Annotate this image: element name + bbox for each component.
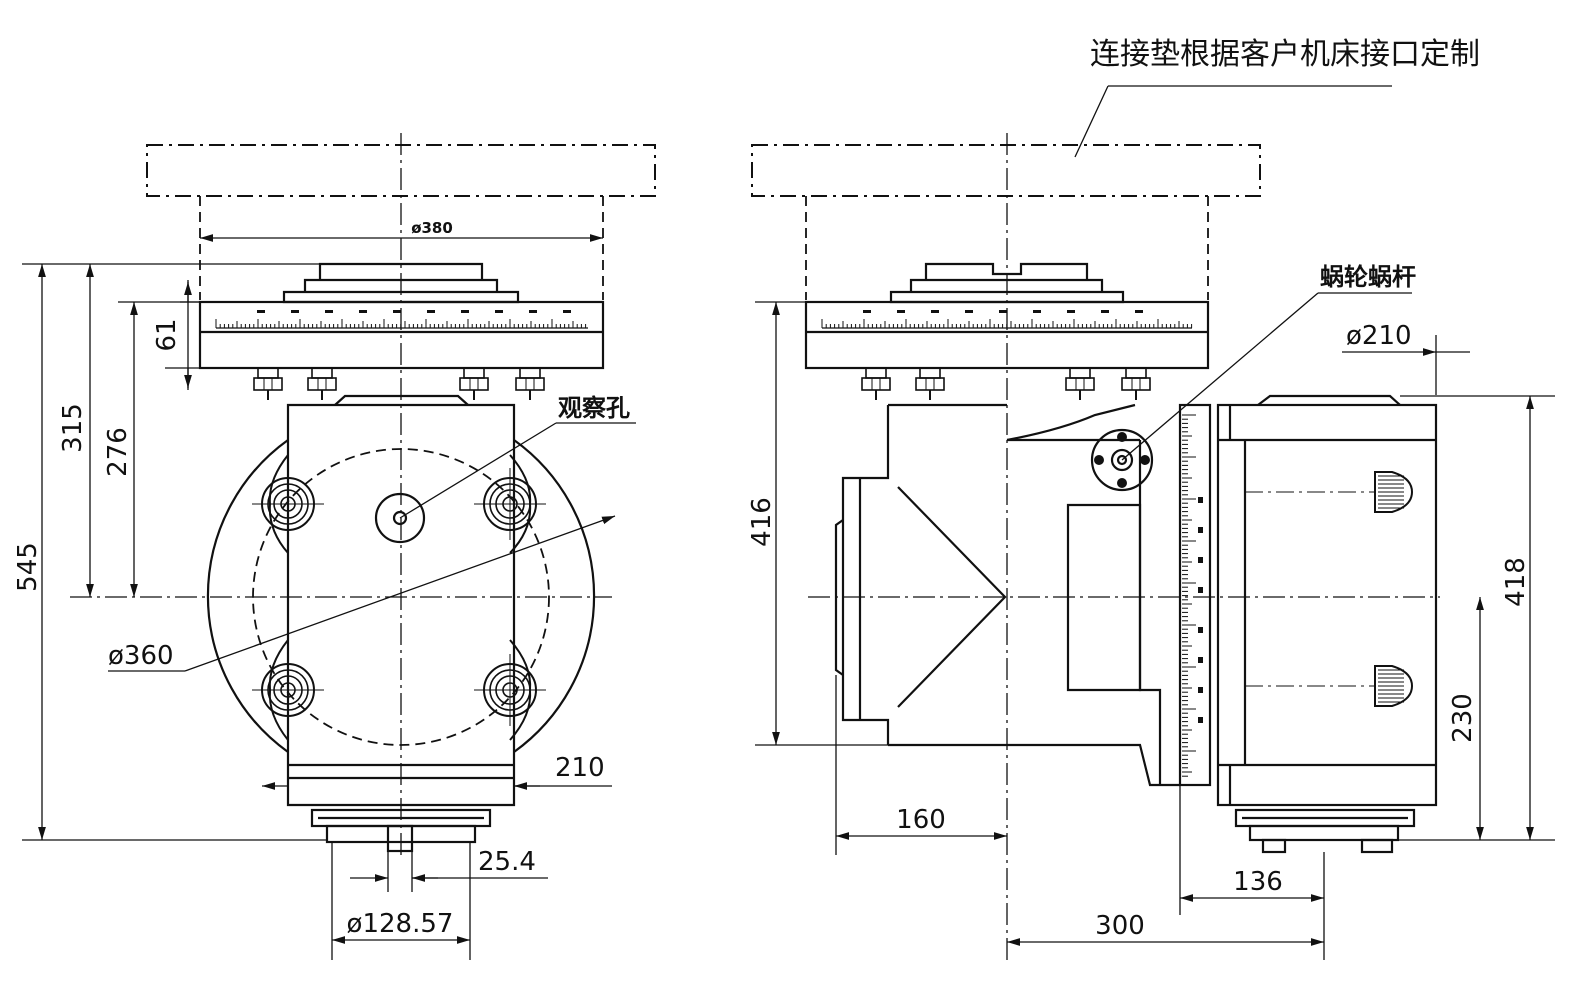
dim-230: 230 — [1448, 693, 1478, 743]
label-custom-pad: 连接垫根据客户机床接口定制 — [1090, 37, 1480, 72]
dim-416: 416 — [747, 497, 777, 547]
side-index-plate — [804, 300, 1210, 370]
dim-61: 61 — [152, 318, 182, 351]
dim-315: 315 — [58, 403, 88, 453]
front-bolts — [253, 367, 545, 400]
dim-300: 300 — [1095, 911, 1145, 941]
side-right-block — [1216, 403, 1438, 807]
front-shaft-key — [386, 824, 414, 853]
side-body-left — [841, 403, 1007, 745]
label-worm-gear: 蜗轮蜗杆 — [1320, 263, 1416, 291]
dim-side-dia210: ø210 — [1346, 321, 1412, 351]
dim-front-210: 210 — [555, 753, 605, 783]
front-view: ø380 61 545 315 276 ø360 210 25.4 — [13, 133, 656, 960]
label-observation-hole: 观察孔 — [558, 394, 630, 422]
dim-dia360: ø360 — [108, 641, 174, 671]
dim-dia128: ø128.57 — [347, 909, 454, 939]
side-bolts — [861, 367, 1151, 400]
dim-front-dia380: ø380 — [411, 219, 453, 237]
front-scale-ticks — [215, 310, 588, 329]
front-flange-arc-left — [206, 439, 289, 753]
side-knobs — [1245, 471, 1414, 707]
dim-276: 276 — [103, 427, 133, 477]
observation-hole — [374, 492, 426, 544]
side-pad-outline — [751, 144, 1261, 197]
dim-25-4: 25.4 — [478, 847, 536, 877]
front-pitch-circle — [252, 448, 550, 746]
side-vertical-scale — [1178, 403, 1212, 787]
side-scale-ticks — [821, 310, 1193, 329]
front-corner-bolts — [252, 454, 546, 741]
side-vertical-ticks — [1182, 414, 1203, 777]
side-housing — [1007, 438, 1180, 787]
dim-160: 160 — [896, 805, 946, 835]
front-flange-arc-right — [513, 439, 596, 753]
dim-545: 545 — [13, 542, 43, 592]
side-view: 连接垫根据客户机床接口定制 — [747, 37, 1555, 960]
dim-136: 136 — [1233, 867, 1283, 897]
worm-gear-symbol — [1090, 428, 1154, 492]
dim-418: 418 — [1501, 557, 1531, 607]
front-index-plate — [198, 300, 605, 370]
